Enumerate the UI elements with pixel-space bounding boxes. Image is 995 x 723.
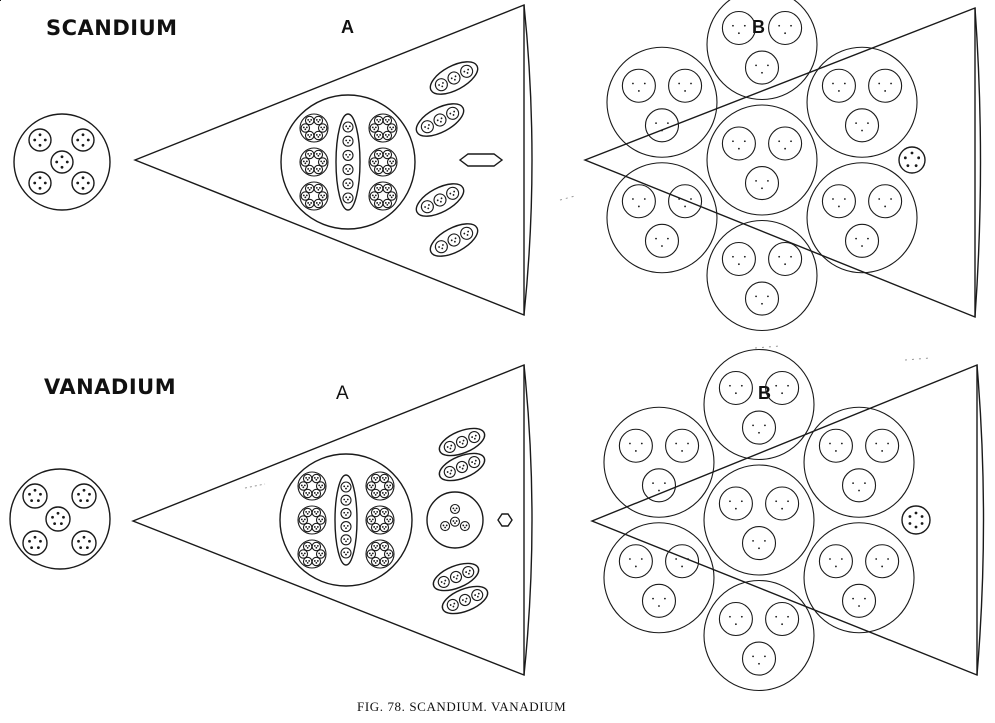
- sub-sphere: [45, 506, 71, 532]
- dot-ring: [903, 151, 921, 168]
- ring-group: [299, 181, 329, 211]
- vanadium-triangle-b: [0, 0, 985, 692]
- ring-group: [365, 505, 395, 535]
- trio-sphere: [0, 0, 1, 1]
- sub-sphere: [22, 530, 48, 556]
- paper-marks: [244, 195, 931, 489]
- scandium-triangle-b: [0, 0, 982, 332]
- ovoid-body: [415, 183, 465, 217]
- cluster-sphere: [606, 0, 918, 332]
- vanadium-triangle-a: [131, 363, 533, 677]
- ring-group: [297, 539, 327, 569]
- ovoid-body: [438, 427, 486, 457]
- ring-group: [368, 147, 398, 177]
- ring-group: [365, 471, 395, 501]
- heading-scandium: SCANDIUM: [46, 16, 178, 40]
- label-vanadium-b: B: [758, 383, 771, 403]
- figure-caption: FIG. 78. SCANDIUM. VANADIUM: [357, 699, 566, 714]
- ovoid-body: [429, 61, 479, 95]
- ovoid-body: [441, 585, 489, 615]
- column-group: [340, 481, 352, 559]
- heading-vanadium: VANADIUM: [44, 375, 176, 399]
- trio-sphere: [440, 503, 470, 532]
- sub-sphere: [28, 128, 52, 152]
- dot-ring: [908, 511, 924, 529]
- sub-sphere: [22, 483, 48, 509]
- ring-group: [368, 113, 398, 143]
- ovoid-body: [415, 103, 465, 137]
- label-vanadium-a: A: [336, 383, 349, 404]
- cluster-sphere: [603, 348, 915, 692]
- column-group: [342, 121, 354, 204]
- ring-group: [365, 539, 395, 569]
- sub-sphere: [28, 171, 52, 195]
- vanadium-small-sphere: [9, 468, 111, 570]
- sub-sphere: [71, 171, 95, 195]
- ring-group: [297, 471, 327, 501]
- sub-sphere: [71, 128, 95, 152]
- ring-group: [299, 113, 329, 143]
- ovoid-body: [429, 223, 479, 257]
- ovoid-body: [438, 452, 486, 482]
- sub-sphere: [71, 530, 97, 556]
- ring-group: [297, 505, 327, 535]
- scandium-small-sphere: [13, 113, 111, 211]
- scandium-triangle-a: [133, 3, 533, 317]
- ring-group: [368, 181, 398, 211]
- label-scandium-a: A: [341, 17, 354, 37]
- ovoid-body: [432, 562, 480, 592]
- sub-sphere: [50, 150, 74, 174]
- sub-sphere: [71, 483, 97, 509]
- ring-group: [299, 147, 329, 177]
